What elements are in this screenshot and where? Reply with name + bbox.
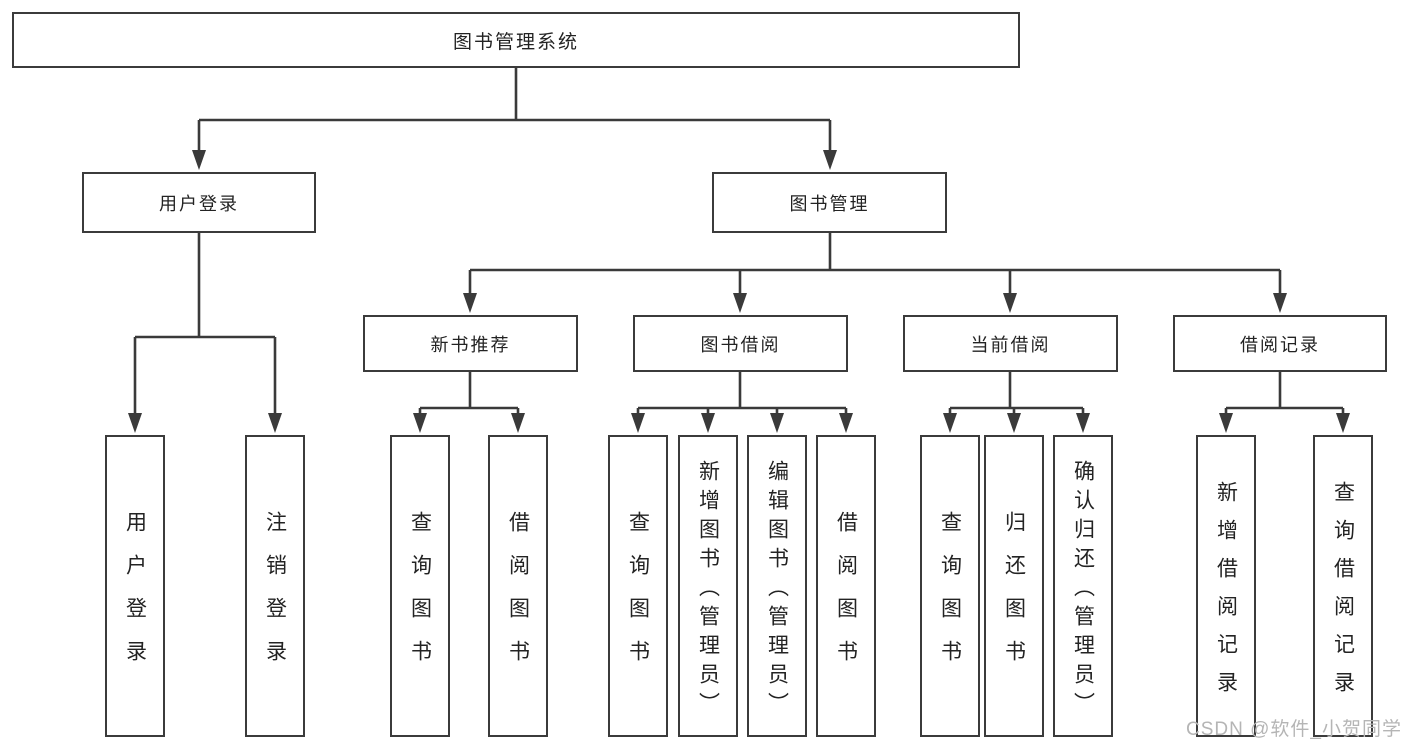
leaf-return-book: 归还图书: [984, 435, 1044, 737]
node-label: 当前借阅: [970, 334, 1051, 355]
leaf-label: 确认归还（管理员）: [1071, 459, 1095, 721]
leaf-label: 查询图书: [626, 511, 650, 683]
node-label: 用户登录: [159, 193, 239, 214]
leaf-label: 编辑图书（管理员）: [765, 459, 789, 721]
leaf-label: 用户登录: [123, 511, 147, 683]
connector-root-split: [135, 68, 1343, 410]
leaf-label: 新增图书（管理员）: [696, 459, 720, 721]
leaf-user-login: 用户登录: [105, 435, 165, 737]
leaf-add-book-admin: 新增图书（管理员）: [678, 435, 738, 737]
leaf-label: 新增借阅记录: [1214, 480, 1238, 709]
leaf-confirm-return-admin: 确认归还（管理员）: [1053, 435, 1113, 737]
node-current-borrow: 当前借阅: [903, 315, 1118, 372]
leaf-label: 查询图书: [938, 511, 962, 683]
node-book-management: 图书管理: [712, 172, 947, 233]
node-book-borrow: 图书借阅: [633, 315, 848, 372]
leaf-logout: 注销登录: [245, 435, 305, 737]
node-label: 借阅记录: [1240, 334, 1320, 355]
watermark-text: CSDN @软件_小贺同学: [1186, 719, 1402, 740]
leaf-label: 借阅图书: [506, 511, 530, 683]
node-library-system: 图书管理系统: [12, 12, 1020, 68]
leaf-query-books-3: 查询图书: [920, 435, 980, 737]
leaf-borrow-books-2: 借阅图书: [816, 435, 876, 737]
leaf-query-books-2: 查询图书: [608, 435, 668, 737]
leaf-label: 归还图书: [1002, 511, 1026, 683]
node-label: 图书借阅: [700, 334, 781, 355]
node-label: 图书管理: [789, 193, 870, 214]
leaf-label: 查询借阅记录: [1331, 480, 1355, 709]
leaf-add-borrow-record: 新增借阅记录: [1196, 435, 1256, 737]
leaf-label: 借阅图书: [834, 511, 858, 683]
node-label: 图书管理系统: [452, 31, 579, 53]
leaf-label: 查询图书: [408, 511, 432, 683]
node-label: 新书推荐: [430, 334, 511, 355]
node-borrow-records: 借阅记录: [1173, 315, 1387, 372]
leaf-edit-book-admin: 编辑图书（管理员）: [747, 435, 807, 737]
node-user-login: 用户登录: [82, 172, 316, 233]
leaf-borrow-books-1: 借阅图书: [488, 435, 548, 737]
leaf-query-borrow-record: 查询借阅记录: [1313, 435, 1373, 737]
leaf-query-books-1: 查询图书: [390, 435, 450, 737]
node-new-book-recommend: 新书推荐: [363, 315, 578, 372]
leaf-label: 注销登录: [263, 511, 287, 683]
